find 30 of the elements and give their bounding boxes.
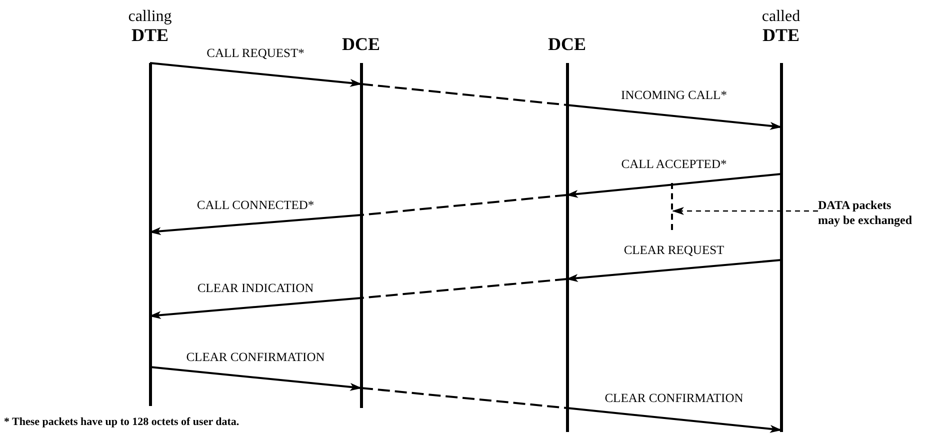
connector-line	[360, 194, 568, 216]
note-text: DATA packets may be exchanged	[818, 198, 913, 228]
connector-line	[360, 387, 568, 409]
lifeline-heading: called	[760, 8, 802, 26]
edge-label: INCOMING CALL*	[619, 88, 729, 102]
edge-label: CALL ACCEPTED*	[619, 157, 729, 171]
message-arrow	[566, 173, 782, 198]
message-arrow	[149, 214, 362, 236]
dashed-marker-bar	[671, 183, 674, 230]
lifeline-heading: calling	[127, 8, 173, 26]
edge-label: CALL REQUEST*	[204, 46, 306, 60]
lifeline-heading: DCE	[546, 34, 587, 54]
message-arrow	[150, 366, 362, 391]
lifeline-heading: DCE	[340, 34, 381, 54]
edge-label: CLEAR INDICATION	[195, 281, 316, 295]
footnote: * These packets have up to 128 octets of user data.	[4, 416, 240, 428]
edge-label: CLEAR CONFIRMATION	[602, 391, 746, 405]
edge-label: CLEAR REQUEST	[622, 243, 726, 257]
connector-line	[360, 278, 568, 299]
message-arrow	[672, 207, 818, 215]
lifeline-heading: DTE	[761, 25, 800, 45]
edge-label: CALL CONNECTED*	[194, 198, 316, 212]
message-arrow	[566, 259, 782, 282]
lifeline-heading: DTE	[130, 25, 170, 45]
message-arrow	[150, 62, 362, 87]
edge-label: CLEAR CONFIRMATION	[184, 350, 327, 364]
message-arrow	[149, 297, 362, 320]
message-arrow	[566, 104, 782, 130]
connector-line	[360, 83, 568, 106]
message-arrow	[566, 407, 782, 433]
